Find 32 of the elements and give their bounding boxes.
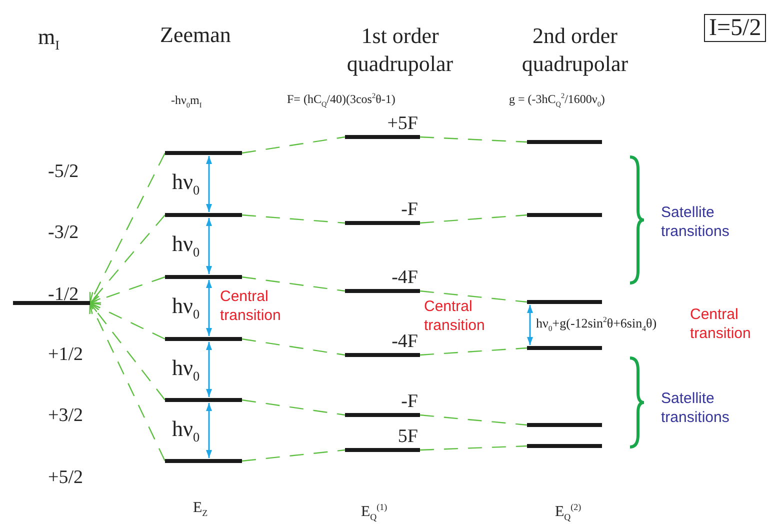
level-label: -F (401, 392, 418, 411)
quantum-number: -3/2 (48, 222, 79, 244)
annotation: Satellite transitions (661, 204, 730, 242)
annotation: Satellite transitions (661, 390, 730, 428)
edge-label: hν$_{0}$ (172, 354, 200, 384)
edge-label: hν$_{0}$+g(-12sin$^{2}$θ+6sin$_{4}$θ) (536, 316, 657, 334)
formula: g = (-3hC$_{Q}$$^{2}$/1600ν$_{0}$) (509, 92, 605, 109)
column-header: 2nd order quadrupolar (520, 22, 630, 77)
edge-label: hν$_{0}$ (172, 169, 200, 198)
column-header: Zeeman (160, 22, 231, 48)
quantum-number-header: m$_{I}$ (38, 24, 60, 53)
quantum-number: +5/2 (48, 467, 83, 489)
annotation: Central transition (690, 306, 752, 344)
spin-label-box: I=5/2 (704, 14, 766, 42)
edge-label: hν$_{0}$ (172, 416, 200, 444)
level-label: +5F (387, 114, 418, 133)
annotation: Central transition (424, 298, 486, 336)
quantum-number: +3/2 (48, 405, 83, 427)
edge-label: hν$_{0}$ (172, 231, 200, 260)
annotation: Central transition (220, 288, 282, 326)
edge-label: hν$_{0}$ (172, 293, 200, 322)
formula: -hν$_{0}$m$_{I}$ (171, 94, 202, 110)
quantum-number: -5/2 (48, 161, 79, 183)
level-label: -4F (392, 268, 418, 287)
quantum-number: -1/2 (48, 284, 79, 306)
quantum-number: +1/2 (48, 344, 83, 366)
column-header: 1st order quadrupolar (346, 22, 454, 77)
level-label: 5F (398, 427, 418, 446)
level-label: -F (401, 200, 418, 219)
formula: F= (hC$_{Q}$/40)(3cos$^{2}$θ-1) (287, 92, 396, 109)
level-label: -4F (392, 332, 418, 351)
energy-term: E$_{Z}$ (193, 500, 208, 518)
